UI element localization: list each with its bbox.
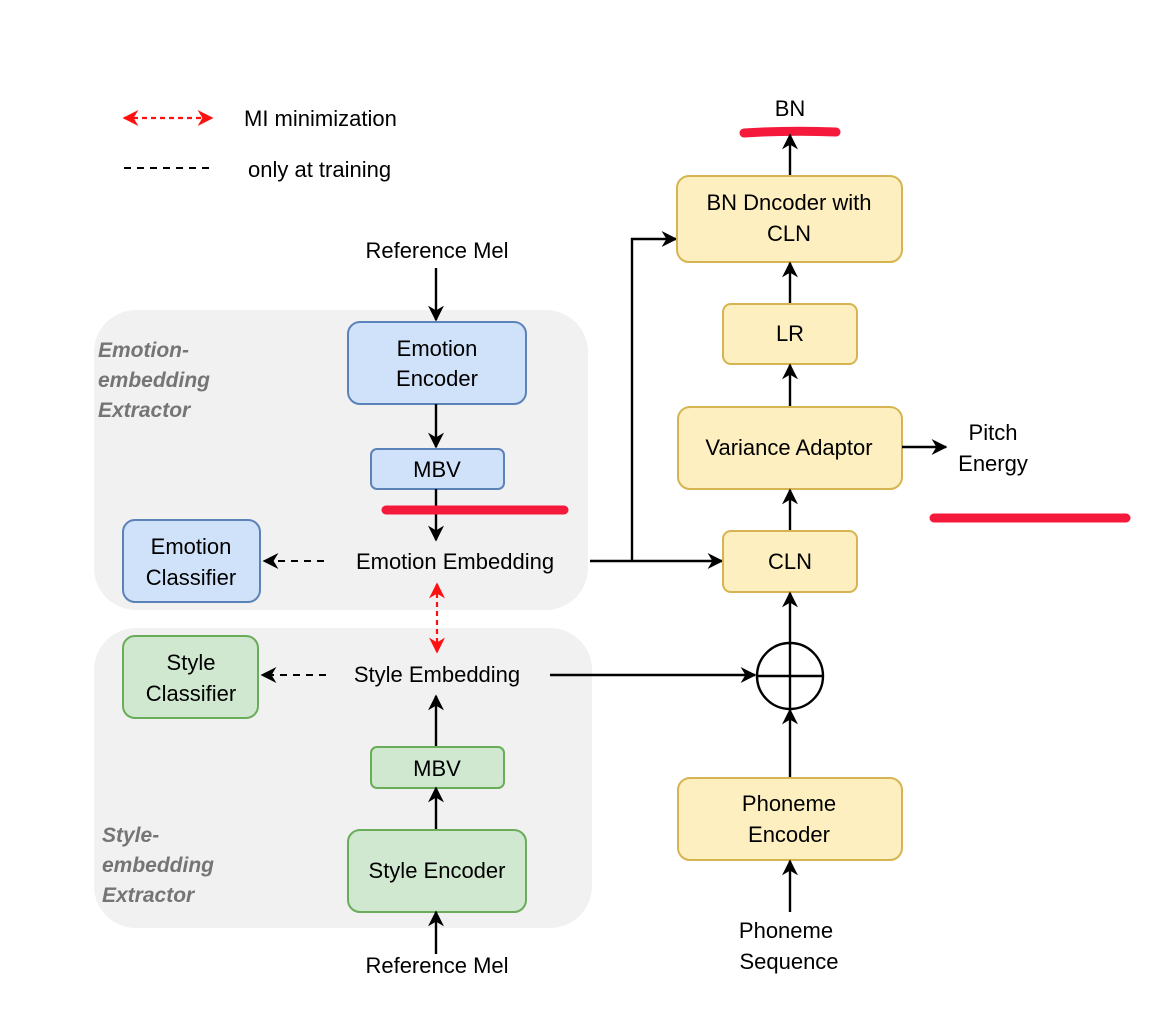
- svg-text:embedding: embedding: [98, 369, 210, 392]
- svg-text:MBV: MBV: [413, 756, 461, 781]
- lr-box: LR: [722, 303, 858, 365]
- arrow-emotion-embedding-to-bn-decoder: [630, 231, 678, 561]
- svg-text:CLN: CLN: [767, 221, 811, 246]
- svg-text:Variance Adaptor: Variance Adaptor: [705, 435, 872, 460]
- bn-decoder: BN Dncoder with CLN: [676, 175, 903, 263]
- svg-text:Emotion: Emotion: [151, 534, 232, 559]
- svg-text:Style-: Style-: [102, 824, 159, 847]
- reference-mel-top: Reference Mel: [365, 238, 508, 263]
- cln-box: CLN: [722, 530, 858, 593]
- style-extractor-label: Style- embedding Extractor: [102, 824, 214, 907]
- style-classifier: Style Classifier: [122, 635, 259, 719]
- svg-text:Sequence: Sequence: [739, 949, 838, 974]
- svg-text:Style Encoder: Style Encoder: [369, 858, 506, 883]
- style-encoder: Style Encoder: [347, 829, 527, 913]
- svg-text:Phoneme: Phoneme: [742, 791, 836, 816]
- svg-text:Classifier: Classifier: [146, 681, 236, 706]
- svg-text:Phoneme: Phoneme: [739, 918, 833, 943]
- svg-text:embedding: embedding: [102, 854, 214, 877]
- emotion-extractor-label: Emotion- embedding Extractor: [98, 339, 210, 422]
- reference-mel-bottom: Reference Mel: [365, 953, 508, 978]
- mbv-emotion: MBV: [370, 448, 505, 490]
- bn-output-label: BN: [775, 96, 806, 121]
- style-embedding: Style Embedding: [354, 662, 520, 687]
- svg-text:Extractor: Extractor: [98, 399, 192, 422]
- svg-text:LR: LR: [776, 321, 804, 346]
- svg-text:BN Dncoder with: BN Dncoder with: [706, 190, 871, 215]
- emotion-encoder: Emotion Encoder: [347, 321, 527, 405]
- mbv-style: MBV: [370, 746, 505, 789]
- svg-text:Encoder: Encoder: [396, 366, 478, 391]
- red-mark-bn: [739, 126, 841, 138]
- svg-text:Pitch: Pitch: [969, 420, 1018, 445]
- svg-text:MBV: MBV: [413, 457, 461, 482]
- svg-text:Energy: Energy: [958, 451, 1028, 476]
- svg-text:Emotion-: Emotion-: [98, 339, 189, 362]
- legend-training-label: only at training: [248, 157, 391, 182]
- legend-mi-label: MI minimization: [244, 106, 397, 131]
- phoneme-encoder: Phoneme Encoder: [677, 777, 903, 861]
- svg-text:Encoder: Encoder: [748, 822, 830, 847]
- emotion-classifier: Emotion Classifier: [122, 519, 261, 603]
- svg-text:Emotion: Emotion: [397, 336, 478, 361]
- pitch-energy-label: Pitch Energy: [958, 420, 1028, 476]
- sum-operator: [755, 641, 825, 711]
- svg-text:CLN: CLN: [768, 549, 812, 574]
- variance-adaptor: Variance Adaptor: [677, 406, 903, 490]
- emotion-embedding: Emotion Embedding: [356, 549, 554, 574]
- legend: MI minimization only at training: [122, 106, 397, 182]
- phoneme-sequence-label: Phoneme Sequence: [739, 918, 839, 974]
- svg-text:Style: Style: [167, 650, 216, 675]
- svg-text:Classifier: Classifier: [146, 565, 236, 590]
- svg-text:Extractor: Extractor: [102, 884, 196, 907]
